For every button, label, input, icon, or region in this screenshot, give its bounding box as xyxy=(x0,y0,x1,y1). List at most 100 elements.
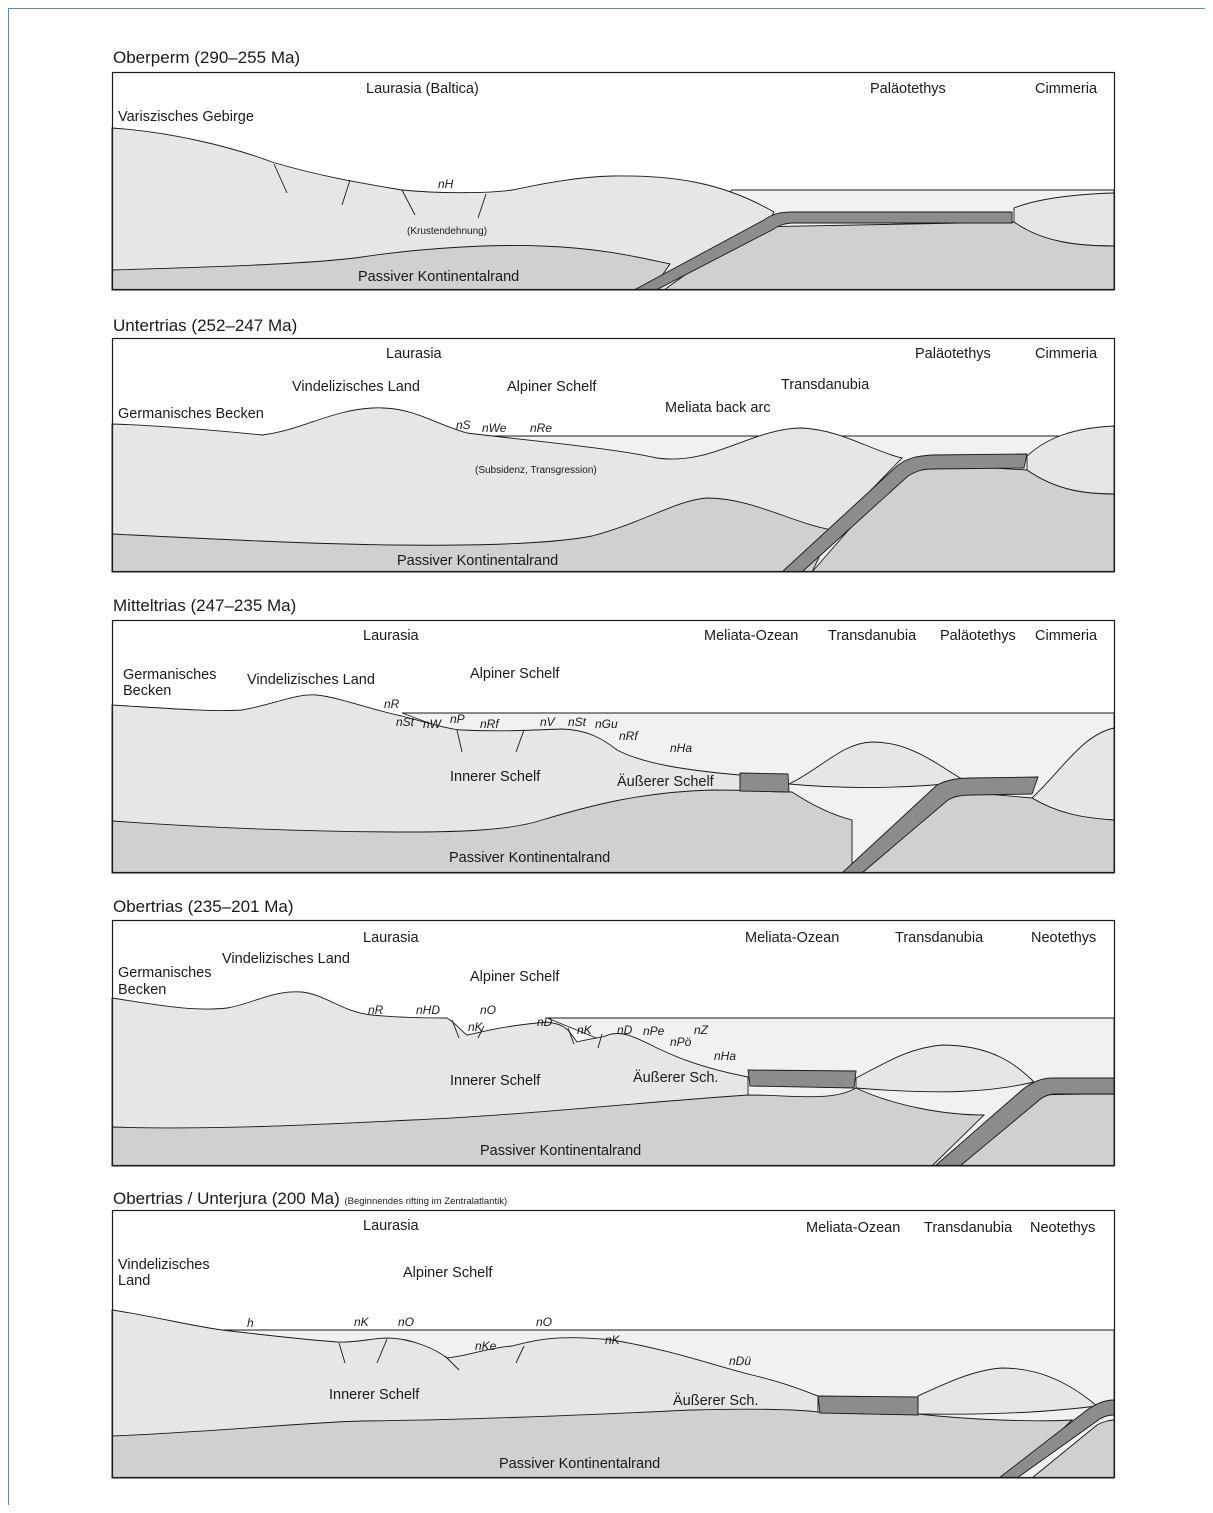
label-cimmeria: Cimmeria xyxy=(1035,346,1098,362)
laurasia-crust xyxy=(111,127,775,291)
label-vindelizisches-land: Vindelizisches Land xyxy=(222,951,350,967)
panel-5-border xyxy=(111,1209,1116,1479)
label-alpiner-schelf: Alpiner Schelf xyxy=(507,379,597,395)
normal-fault xyxy=(401,189,416,216)
label-laurasia: Laurasia xyxy=(363,1218,420,1234)
passive-margin-basement xyxy=(111,789,853,874)
panel-4-cross-section: Laurasia Meliata-Ozean Transdanubia Neot… xyxy=(111,919,1116,1167)
label-vindelizisches-land: Vindelizisches Land xyxy=(247,672,375,688)
formation-nR: nR xyxy=(384,697,400,711)
normal-fault xyxy=(477,193,487,219)
panel-1-border xyxy=(111,71,1116,291)
label-transdanubia: Transdanubia xyxy=(828,628,917,644)
label-innerer-schelf: Innerer Schelf xyxy=(450,1073,541,1089)
transdanubia-block xyxy=(855,1044,1035,1093)
label-passiver-kontinentalrand: Passiver Kontinentalrand xyxy=(358,269,519,285)
normal-fault xyxy=(338,1342,346,1364)
label-land: Land xyxy=(118,1273,150,1289)
formation-nP: nP xyxy=(450,712,465,726)
normal-fault xyxy=(444,1355,460,1371)
formation-nK: nK xyxy=(577,1023,593,1037)
formation-nKe: nKe xyxy=(475,1339,497,1353)
label-vindelizisches: Vindelizisches xyxy=(118,1257,210,1273)
panel-1-title-text: Oberperm (290–255 Ma) xyxy=(113,48,301,67)
formation-nD: nD xyxy=(537,1015,553,1029)
formation-nHa: nHa xyxy=(670,741,692,755)
formation-nPe: nPe xyxy=(643,1024,665,1038)
normal-fault xyxy=(376,1338,388,1364)
normal-fault xyxy=(451,1019,460,1039)
label-laurasia: Laurasia xyxy=(363,930,420,946)
page-frame-top xyxy=(8,8,1205,9)
panel-2-cross-section: Laurasia Paläotethys Cimmeria Vindelizis… xyxy=(111,337,1116,573)
oceanic-crust-block xyxy=(747,1069,857,1089)
formation-nGu: nGu xyxy=(595,717,618,731)
oceanic-crust-block xyxy=(817,1395,919,1416)
label-innerer-schelf: Innerer Schelf xyxy=(329,1387,420,1403)
formation-nK: nK xyxy=(354,1315,370,1329)
label-palaeotethys: Paläotethys xyxy=(915,346,991,362)
panel-3-title-text: Mitteltrias (247–235 Ma) xyxy=(113,596,297,615)
label-laurasia: Laurasia xyxy=(386,346,443,362)
formation-h: h xyxy=(247,1316,254,1330)
label-becken: Becken xyxy=(118,982,166,998)
panel-3-border xyxy=(111,619,1116,874)
label-alpiner-schelf: Alpiner Schelf xyxy=(470,666,560,682)
oceanic-crust-block xyxy=(739,772,790,793)
label-subsidenz-transgression: (Subsidenz, Transgression) xyxy=(475,465,597,476)
label-cimmeria: Cimmeria xyxy=(1035,81,1098,97)
formation-nW: nW xyxy=(423,717,443,731)
panel-2-title-text: Untertrias (252–247 Ma) xyxy=(113,316,298,335)
formation-nRe: nRe xyxy=(530,421,552,435)
formation-nV: nV xyxy=(540,715,556,729)
label-meliata-back-arc: Meliata back arc xyxy=(665,400,771,416)
passive-margin-basement xyxy=(111,1087,986,1167)
label-vindelizisches-land: Vindelizisches Land xyxy=(292,379,420,395)
formation-nK: nK xyxy=(605,1333,621,1347)
formation-nSt: nSt xyxy=(396,715,415,729)
passive-margin-basement xyxy=(111,245,671,291)
subducting-oceanic-slab xyxy=(780,453,1028,573)
transdanubia-block xyxy=(787,741,969,788)
label-alpiner-schelf: Alpiner Schelf xyxy=(403,1265,493,1281)
formation-nD: nD xyxy=(617,1023,633,1037)
label-passiver-kontinentalrand: Passiver Kontinentalrand xyxy=(480,1143,641,1159)
formation-nPoe: nPö xyxy=(670,1035,692,1049)
panel-4-title: Obertrias (235–201 Ma) xyxy=(113,897,293,917)
normal-fault xyxy=(515,729,525,753)
formation-nHD: nHD xyxy=(416,1003,440,1017)
label-transdanubia: Transdanubia xyxy=(895,930,984,946)
panel-5-cross-section: Laurasia Meliata-Ozean Transdanubia Neot… xyxy=(111,1209,1116,1479)
panel-2-border xyxy=(111,337,1116,573)
label-meliata-ozean: Meliata-Ozean xyxy=(704,628,798,644)
label-neotethys: Neotethys xyxy=(1030,1220,1095,1236)
label-palaeotethys: Paläotethys xyxy=(940,628,1016,644)
panel-2-title: Untertrias (252–247 Ma) xyxy=(113,316,297,336)
passive-margin-basement xyxy=(111,497,833,573)
normal-fault xyxy=(341,179,351,206)
normal-fault xyxy=(273,163,288,194)
normal-fault xyxy=(456,729,463,753)
label-becken: Becken xyxy=(123,683,171,699)
label-variszisches-gebirge: Variszisches Gebirge xyxy=(118,109,254,125)
panel-3-cross-section: Laurasia Meliata-Ozean Transdanubia Palä… xyxy=(111,619,1116,874)
label-palaeotethys: Paläotethys xyxy=(870,81,946,97)
formation-nR: nR xyxy=(368,1003,384,1017)
formation-nO: nO xyxy=(398,1315,414,1329)
normal-fault xyxy=(567,1027,575,1045)
formation-nHa: nHa xyxy=(714,1049,736,1063)
formation-nDue: nDü xyxy=(729,1354,751,1368)
page-frame-left xyxy=(8,8,9,1505)
label-innerer-schelf: Innerer Schelf xyxy=(450,769,541,785)
formation-nWe: nWe xyxy=(482,421,507,435)
formation-nRf: nRf xyxy=(480,717,500,731)
formation-nZ: nZ xyxy=(694,1023,709,1037)
label-aeusserer-schelf: Äußerer Schelf xyxy=(617,773,715,790)
normal-fault xyxy=(597,1033,603,1049)
panel-5-title-text: Obertrias / Unterjura (200 Ma) xyxy=(113,1189,340,1208)
label-germanisches: Germanisches xyxy=(118,965,211,981)
panel-4-border xyxy=(111,919,1116,1167)
label-aeusserer-sch: Äußerer Sch. xyxy=(633,1069,718,1086)
label-transdanubia: Transdanubia xyxy=(781,377,870,393)
formation-nO: nO xyxy=(536,1315,552,1329)
